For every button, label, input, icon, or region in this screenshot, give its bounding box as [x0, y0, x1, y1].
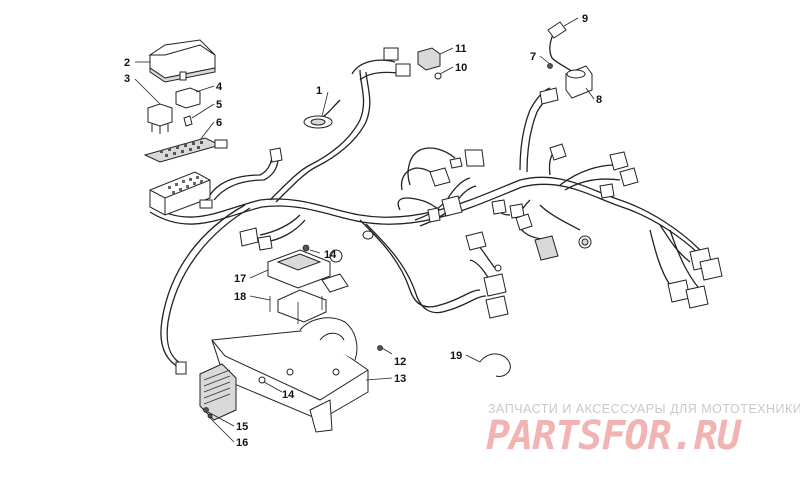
- callout-1: 1: [316, 85, 322, 97]
- callout-15: 15: [236, 421, 248, 433]
- callout-13: 13: [394, 373, 406, 385]
- callout-12: 12: [394, 356, 406, 368]
- fuse: [183, 115, 193, 127]
- right-connectors: [491, 143, 723, 309]
- callout-16: 16: [236, 437, 248, 449]
- callout-5: 5: [216, 99, 222, 111]
- watermark-logo: PARTSFOR.RU: [486, 413, 741, 459]
- callout-6: 6: [216, 117, 222, 129]
- connector-pair-top: [383, 47, 442, 80]
- mini-relay: [175, 87, 201, 109]
- callout-3: 3: [124, 73, 130, 85]
- voltage-regulator: [175, 361, 237, 421]
- fuse-block: [149, 171, 213, 216]
- module-bracket: [269, 289, 327, 324]
- callout-8: 8: [596, 94, 602, 106]
- callout-10: 10: [455, 62, 467, 74]
- lower-center-connectors: [465, 231, 509, 319]
- callout-14-top: 14: [324, 249, 337, 261]
- callout-7: 7: [530, 51, 536, 63]
- callout-4: 4: [216, 81, 223, 93]
- callout-19: 19: [450, 350, 462, 362]
- callout-18: 18: [234, 291, 246, 303]
- relay: [147, 103, 173, 134]
- fuse-box-cover: [148, 39, 216, 83]
- leader-lines: [134, 17, 595, 443]
- callout-17: 17: [234, 273, 246, 285]
- control-module: [267, 244, 349, 293]
- watermark-tagline: ЗАПЧАСТИ И АКСЕССУАРЫ ДЛЯ МОТОТЕХНИКИ: [488, 402, 800, 416]
- tray-screw: [377, 345, 383, 351]
- cable-clamp: [479, 353, 511, 377]
- regulator-screws: [203, 407, 213, 419]
- mounting-tray: [211, 317, 369, 433]
- callout-9: 9: [582, 13, 588, 25]
- callout-11: 11: [455, 43, 467, 55]
- callout-labels: 1 2 3 4 5 6 7 8 9 10 11 12 13 14 14 15 1…: [124, 13, 602, 449]
- connector-bracket: [539, 87, 559, 105]
- ignition-coil: [565, 65, 593, 99]
- callout-2: 2: [124, 57, 130, 69]
- coil-screw: [547, 63, 553, 69]
- harness-grommet: [303, 115, 333, 129]
- callout-14-bottom: 14: [282, 389, 295, 401]
- mid-connectors: [239, 147, 485, 251]
- fuse-panel: [143, 137, 228, 163]
- main-wiring-harness: [149, 59, 706, 369]
